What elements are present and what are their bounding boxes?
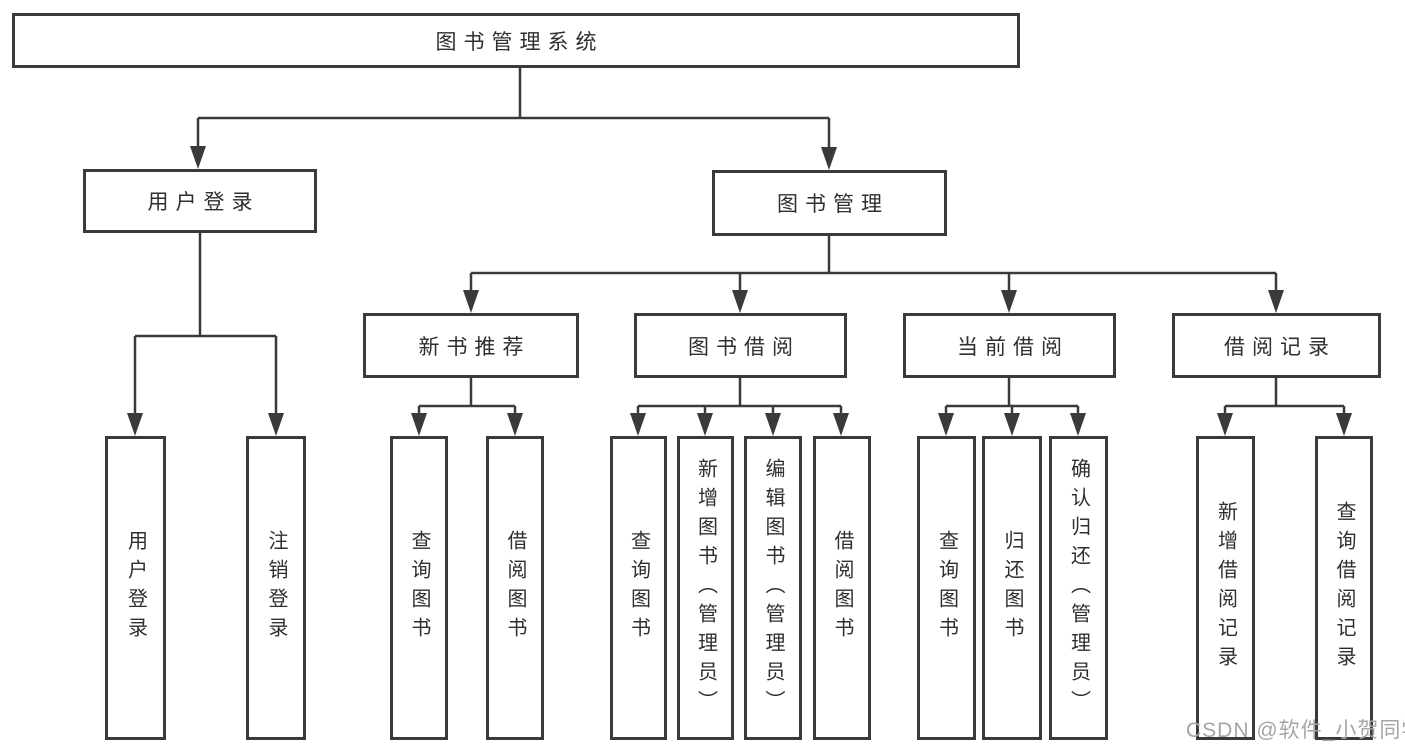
arrow-down-icon [765, 413, 781, 436]
leaf-label: 新增借阅记录 [1214, 501, 1237, 675]
connector-borrow-record-to-leaves [1217, 378, 1352, 436]
arrow-down-icon [732, 290, 748, 313]
leaf-logout: 注销登录 [246, 436, 306, 740]
leaf-borrow-books-recommend: 借阅图书 [486, 436, 544, 740]
connector-root-to-level2 [190, 68, 837, 170]
arrow-down-icon [411, 413, 427, 436]
leaf-query-books-borrow: 查询图书 [610, 436, 667, 740]
arrow-down-icon [821, 147, 837, 170]
arrow-down-icon [1336, 413, 1352, 436]
leaf-add-books-admin: 新增图书（管理员） [677, 436, 734, 740]
leaf-edit-books-admin: 编辑图书（管理员） [744, 436, 802, 740]
arrow-down-icon [1070, 413, 1086, 436]
arrow-down-icon [1217, 413, 1233, 436]
leaf-label: 查询借阅记录 [1333, 501, 1355, 675]
arrow-down-icon [507, 413, 523, 436]
leaf-borrow-books: 借阅图书 [813, 436, 871, 740]
node-label: 借阅记录 [1224, 335, 1336, 359]
arrow-down-icon [1004, 413, 1020, 436]
leaf-label: 确认归还（管理员） [1067, 457, 1090, 719]
node-label: 当前借阅 [957, 335, 1069, 359]
leaf-label: 查询图书 [408, 530, 430, 646]
connector-book-borrow-to-leaves [630, 378, 849, 436]
arrow-down-icon [1268, 290, 1284, 313]
leaf-return-books: 归还图书 [982, 436, 1042, 740]
node-user-login: 用户登录 [83, 169, 317, 233]
leaf-label: 借阅图书 [831, 530, 853, 646]
node-label: 图书管理 [777, 193, 889, 216]
node-borrow-record: 借阅记录 [1172, 313, 1381, 378]
leaf-label: 归还图书 [1001, 530, 1023, 646]
node-label: 图书借阅 [688, 335, 800, 359]
node-current-borrow: 当前借阅 [903, 313, 1116, 378]
connector-new-rec-to-leaves [411, 378, 523, 436]
node-label: 图书管理系统 [435, 30, 604, 54]
leaf-user-login: 用户登录 [105, 436, 166, 740]
node-label: 用户登录 [147, 191, 260, 214]
leaf-label: 查询图书 [935, 530, 958, 646]
arrow-down-icon [268, 413, 284, 436]
leaf-query-borrow-record: 查询借阅记录 [1315, 436, 1373, 740]
leaf-label: 注销登录 [265, 530, 287, 646]
arrow-down-icon [127, 413, 143, 436]
arrow-down-icon [833, 413, 849, 436]
node-label: 新书推荐 [418, 335, 531, 359]
node-root-system: 图书管理系统 [12, 13, 1020, 68]
leaf-query-books-current: 查询图书 [917, 436, 976, 740]
leaf-add-borrow-record: 新增借阅记录 [1196, 436, 1255, 740]
leaf-confirm-return-admin: 确认归还（管理员） [1049, 436, 1108, 740]
arrow-down-icon [190, 146, 206, 169]
csdn-watermark: CSDN @软件_小贺同学 [1186, 719, 1405, 742]
arrow-down-icon [938, 413, 954, 436]
arrow-down-icon [630, 413, 646, 436]
leaf-label: 借阅图书 [504, 530, 526, 646]
arrow-down-icon [1001, 290, 1017, 313]
node-new-book-recommend: 新书推荐 [363, 313, 579, 378]
connector-book-mgmt-to-level3 [463, 236, 1284, 313]
leaf-query-books-recommend: 查询图书 [390, 436, 448, 740]
leaf-label: 编辑图书（管理员） [762, 457, 784, 719]
leaf-label: 查询图书 [627, 530, 650, 646]
leaf-label: 新增图书（管理员） [694, 457, 717, 719]
connector-user-login-to-leaves [127, 233, 284, 436]
arrow-down-icon [463, 290, 479, 313]
node-book-borrow: 图书借阅 [634, 313, 847, 378]
leaf-label: 用户登录 [124, 530, 147, 646]
connector-current-borrow-to-leaves [938, 378, 1086, 436]
node-book-management: 图书管理 [712, 170, 947, 236]
arrow-down-icon [697, 413, 713, 436]
